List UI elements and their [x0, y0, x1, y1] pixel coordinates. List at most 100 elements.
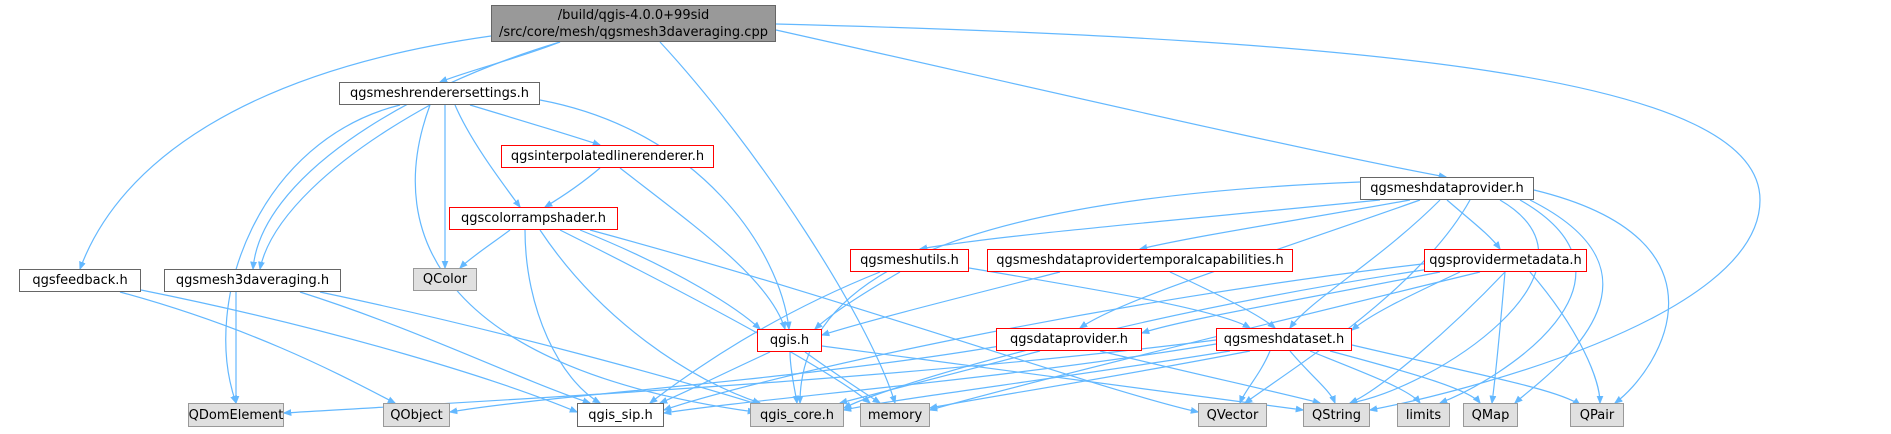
edge-colorramp-sip	[524, 229, 600, 403]
edge-meshdp-qpair	[1533, 189, 1670, 403]
edge-dataprovider-qstring	[1099, 350, 1320, 403]
edge-root-memory	[659, 41, 895, 403]
edge-qgis-sip	[660, 351, 771, 404]
edge-dataprovider-core	[840, 350, 1041, 403]
edge-averaging-sip	[299, 291, 590, 403]
edge-root-averaging	[253, 41, 561, 269]
edge-dataset-sip	[664, 343, 1217, 413]
edge-provmeta-qmap	[1492, 271, 1506, 403]
node-qgscolorrampshader[interactable]: qgscolorrampshader.h	[449, 207, 618, 230]
edge-root-meshdp	[775, 29, 1446, 177]
node-label: qgsmeshdataset.h	[1223, 332, 1345, 347]
node-label: QDomElement	[188, 407, 284, 423]
edge-provmeta-sip	[664, 261, 1441, 410]
node-qgsmesh3daveraging[interactable]: qgsmesh3daveraging.h	[164, 269, 341, 292]
edge-dataset-qvector	[1240, 350, 1271, 403]
node-qgsmeshdataprovidertemporalcapabilities[interactable]: qgsmeshdataprovidertemporalcapabilities.…	[987, 249, 1293, 272]
root-path-line1: /build/qgis-4.0.0+99sid	[557, 7, 710, 23]
node-label: QMap	[1471, 407, 1510, 423]
edge-temporal-dataset	[1169, 271, 1275, 328]
node-label: qgscolorrampshader.h	[460, 211, 607, 226]
node-qgsmeshutils[interactable]: qgsmeshutils.h	[850, 249, 969, 272]
edge-colorramp-core	[539, 229, 760, 403]
edge-averaging-core	[319, 291, 760, 405]
node-label: qgsfeedback.h	[32, 273, 128, 288]
node-qgsmeshdataset[interactable]: qgsmeshdataset.h	[1216, 328, 1352, 351]
node-qvector[interactable]: QVector	[1198, 403, 1267, 427]
node-label: qgsmeshutils.h	[860, 253, 959, 268]
edge-feedback-sip	[140, 289, 577, 413]
node-qdomelement[interactable]: QDomElement	[188, 403, 284, 427]
node-limits[interactable]: limits	[1397, 403, 1450, 427]
node-qgis-sip[interactable]: qgis_sip.h	[577, 403, 664, 427]
node-qmap[interactable]: QMap	[1463, 403, 1518, 427]
edge-meshdp-meshutils	[920, 199, 1381, 249]
edge-dataset-qmap	[1329, 350, 1480, 403]
edge-renderer-interp	[469, 104, 600, 145]
edge-renderer-qdom	[225, 104, 401, 403]
node-qgsinterpolatedlinerenderer[interactable]: qgsinterpolatedlinerenderer.h	[501, 145, 714, 168]
node-qgsmeshrenderersettings[interactable]: qgsmeshrenderersettings.h	[339, 82, 540, 105]
edge-dataset-memory	[930, 350, 1251, 408]
node-label: QObject	[390, 407, 443, 423]
edge-colorramp-memory	[559, 229, 870, 403]
edge-meshutils-sip	[650, 271, 881, 403]
edge-meshdp-dataset	[1290, 199, 1441, 328]
edge-meshdp-qstring	[1350, 199, 1540, 403]
node-qobject[interactable]: QObject	[383, 403, 450, 427]
edge-meshutils-dataset	[968, 267, 1250, 328]
node-label: QString	[1311, 407, 1362, 423]
node-label: qgsprovidermetadata.h	[1429, 253, 1582, 268]
edge-meshdp-qmap	[1515, 199, 1604, 403]
edge-meshdp-core	[800, 181, 1361, 403]
edge-colorramp-qgis	[579, 229, 760, 329]
node-label: qgsmeshrenderersettings.h	[349, 86, 530, 101]
edge-renderer-averaging	[260, 104, 431, 269]
node-label: qgsmeshdataprovidertemporalcapabilities.…	[996, 253, 1284, 268]
node-label: qgsmesh3daveraging.h	[175, 273, 330, 288]
node-label: qgsmeshdataprovider.h	[1370, 181, 1524, 196]
node-label: QVector	[1206, 407, 1259, 423]
edge-renderer-core	[414, 104, 755, 412]
root-path-line2: /src/core/mesh/qgsmesh3daveraging.cpp	[499, 24, 768, 40]
edge-provmeta-qpair	[1529, 271, 1600, 403]
edge-provmeta-memory	[930, 271, 1481, 410]
edge-dataset-limits	[1309, 350, 1420, 403]
edge-root-feedback	[80, 35, 492, 269]
edge-dataset-qstring	[1289, 350, 1335, 403]
node-label: qgis_sip.h	[588, 407, 653, 423]
edge-temporal-qgis	[822, 271, 1061, 335]
node-qgsfeedback[interactable]: qgsfeedback.h	[19, 269, 141, 292]
edge-provmeta-dataprovider	[1142, 271, 1441, 333]
edge-meshdp-limits	[1440, 199, 1577, 403]
node-label: QColor	[422, 272, 468, 287]
root-file-node[interactable]: /build/qgis-4.0.0+99sid /src/core/mesh/q…	[491, 5, 776, 42]
edge-renderer-qgis	[539, 99, 789, 329]
node-qpair[interactable]: QPair	[1570, 403, 1624, 427]
node-label: qgsdataprovider.h	[1010, 332, 1128, 347]
edge-feedback-qobject	[119, 291, 395, 403]
node-qgsprovidermetadata[interactable]: qgsprovidermetadata.h	[1424, 249, 1587, 272]
node-qgis-core[interactable]: qgis_core.h	[750, 403, 844, 427]
node-qgsmeshdataprovider[interactable]: qgsmeshdataprovider.h	[1360, 177, 1534, 200]
node-qstring[interactable]: QString	[1303, 403, 1370, 427]
edge-interp-colorramp	[545, 167, 601, 207]
node-qgsdataprovider[interactable]: qgsdataprovider.h	[996, 328, 1142, 351]
node-qgis[interactable]: qgis.h	[757, 329, 822, 352]
node-memory[interactable]: memory	[860, 403, 930, 427]
edge-colorramp-qcolor	[460, 229, 511, 268]
edge-meshdp-provmeta	[1446, 199, 1500, 249]
edge-provmeta-qstring	[1350, 271, 1506, 404]
edge-renderer-colorramp	[454, 104, 520, 207]
edge-dataset-qpair	[1351, 344, 1580, 405]
node-label: qgis_core.h	[760, 407, 834, 423]
edge-meshdp-dataprovider	[1080, 199, 1421, 328]
edge-root-qstring	[775, 23, 1761, 410]
edge-qgis-core	[789, 351, 797, 403]
node-qcolor[interactable]: QColor	[413, 268, 477, 291]
edge-interp-qgis	[619, 167, 785, 329]
node-label: memory	[867, 407, 923, 423]
edge-dataprovider-qobject	[450, 345, 1001, 412]
node-label: qgis.h	[769, 333, 810, 348]
